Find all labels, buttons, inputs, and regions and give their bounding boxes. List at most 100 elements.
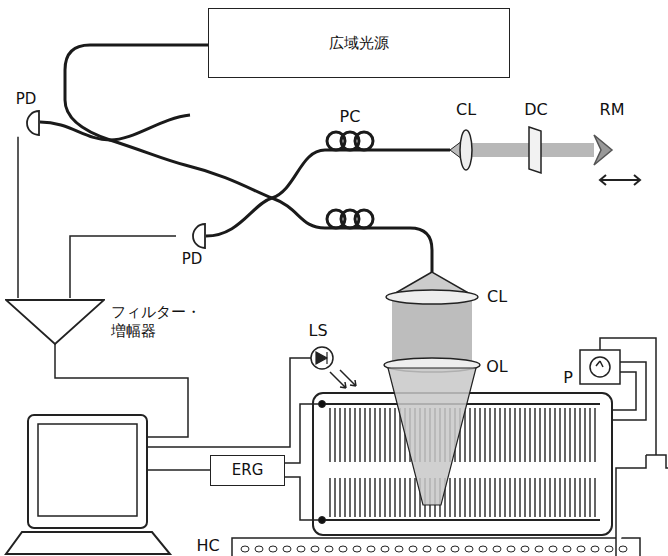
tube — [600, 338, 656, 455]
retina-layer — [334, 408, 336, 517]
pump — [580, 338, 668, 556]
heater-coil — [381, 546, 389, 552]
retina-layer — [554, 408, 556, 517]
retina-layer — [364, 408, 366, 517]
reference-mirror — [594, 135, 612, 165]
heater-coil — [549, 546, 557, 552]
retina-layer — [330, 408, 595, 517]
photodiode-symbol — [177, 222, 207, 250]
collimator-lens — [460, 130, 472, 170]
laptop-base — [6, 532, 170, 554]
heater-coil — [283, 546, 291, 552]
heater-coil — [269, 546, 277, 552]
part-label: HC — [195, 536, 220, 555]
bottle — [616, 455, 668, 556]
part-label: OL — [485, 357, 509, 376]
node-text: PD — [176, 250, 208, 269]
retina-layer — [344, 408, 346, 517]
heater-coil — [409, 546, 417, 552]
part-label: DC — [523, 100, 549, 119]
polarization-controller — [327, 132, 373, 228]
retina-layer — [569, 408, 571, 517]
amplifier-triangle: フィルター・ 増幅器 — [5, 298, 207, 346]
part-label: CL — [455, 100, 477, 119]
laptop-screen — [28, 415, 147, 528]
retina-layer — [559, 408, 561, 517]
fiber — [206, 150, 325, 236]
electrode-dot — [319, 517, 326, 524]
amplifier-symbol — [6, 300, 104, 344]
retina-layer — [474, 408, 476, 517]
heater-coil — [535, 546, 543, 552]
light-stimulus — [311, 347, 356, 388]
wire — [285, 404, 319, 463]
dispersion-compensator — [529, 127, 541, 173]
signal-wire — [55, 344, 319, 520]
beam — [392, 300, 472, 362]
retina-layer — [384, 408, 386, 517]
heater-coil — [367, 546, 375, 552]
wire — [147, 358, 311, 447]
heater-coil — [563, 546, 571, 552]
retina-layer — [499, 408, 501, 517]
retina-layer — [589, 408, 591, 517]
retina-layer — [379, 408, 381, 517]
retina-layer — [494, 408, 496, 517]
retina-layer — [594, 408, 596, 517]
wire — [55, 344, 188, 437]
retina-layer — [489, 408, 491, 517]
retina-layer — [514, 408, 516, 517]
led-symbol — [316, 352, 327, 364]
led-symbol — [311, 347, 333, 369]
photodiode: PD — [10, 90, 42, 137]
polarization-controller — [355, 210, 373, 228]
pump-rotor — [590, 357, 610, 377]
heater-coil — [311, 546, 319, 552]
part-label: PC — [339, 107, 362, 126]
wire — [147, 469, 210, 471]
laptop-display — [38, 424, 137, 516]
heater-coil — [577, 546, 585, 552]
heater-coil — [437, 546, 445, 552]
retina-layer — [484, 408, 486, 517]
heater-coil — [241, 546, 627, 552]
retina-layer — [549, 408, 551, 517]
retina-layer — [329, 408, 331, 517]
retina-layer — [394, 408, 396, 517]
retina-layer — [389, 408, 391, 517]
polarization-controller — [355, 132, 373, 150]
collimator-lens — [386, 290, 478, 304]
retina-layer — [534, 408, 536, 517]
heater-coil — [339, 546, 347, 552]
motion-arrow — [600, 175, 640, 185]
heater-coil — [255, 546, 263, 552]
retina-layer — [349, 408, 351, 517]
sample-arm — [384, 272, 480, 372]
retina-layer — [519, 408, 521, 517]
heater-coil — [325, 546, 333, 552]
heater-coil — [521, 546, 529, 552]
retina-layer — [359, 408, 361, 517]
heater-coil — [241, 546, 249, 552]
retina-layer — [339, 408, 341, 517]
heater-coil — [423, 546, 431, 552]
heater-coil — [395, 546, 403, 552]
photodiode-symbol — [193, 224, 205, 248]
retina-layer — [579, 408, 581, 517]
heater-coil — [465, 546, 473, 552]
amplifier-symbol — [5, 298, 105, 346]
heater-coil — [297, 546, 305, 552]
part-label: LS — [307, 321, 328, 340]
heater-coil — [493, 546, 501, 552]
chamber — [313, 368, 612, 535]
heater-coil — [479, 546, 487, 552]
retina-layer — [574, 408, 576, 517]
node-text: ERG — [232, 461, 264, 480]
retina-layer — [544, 408, 546, 517]
heater-coil — [591, 546, 599, 552]
retina-layer — [464, 408, 466, 517]
